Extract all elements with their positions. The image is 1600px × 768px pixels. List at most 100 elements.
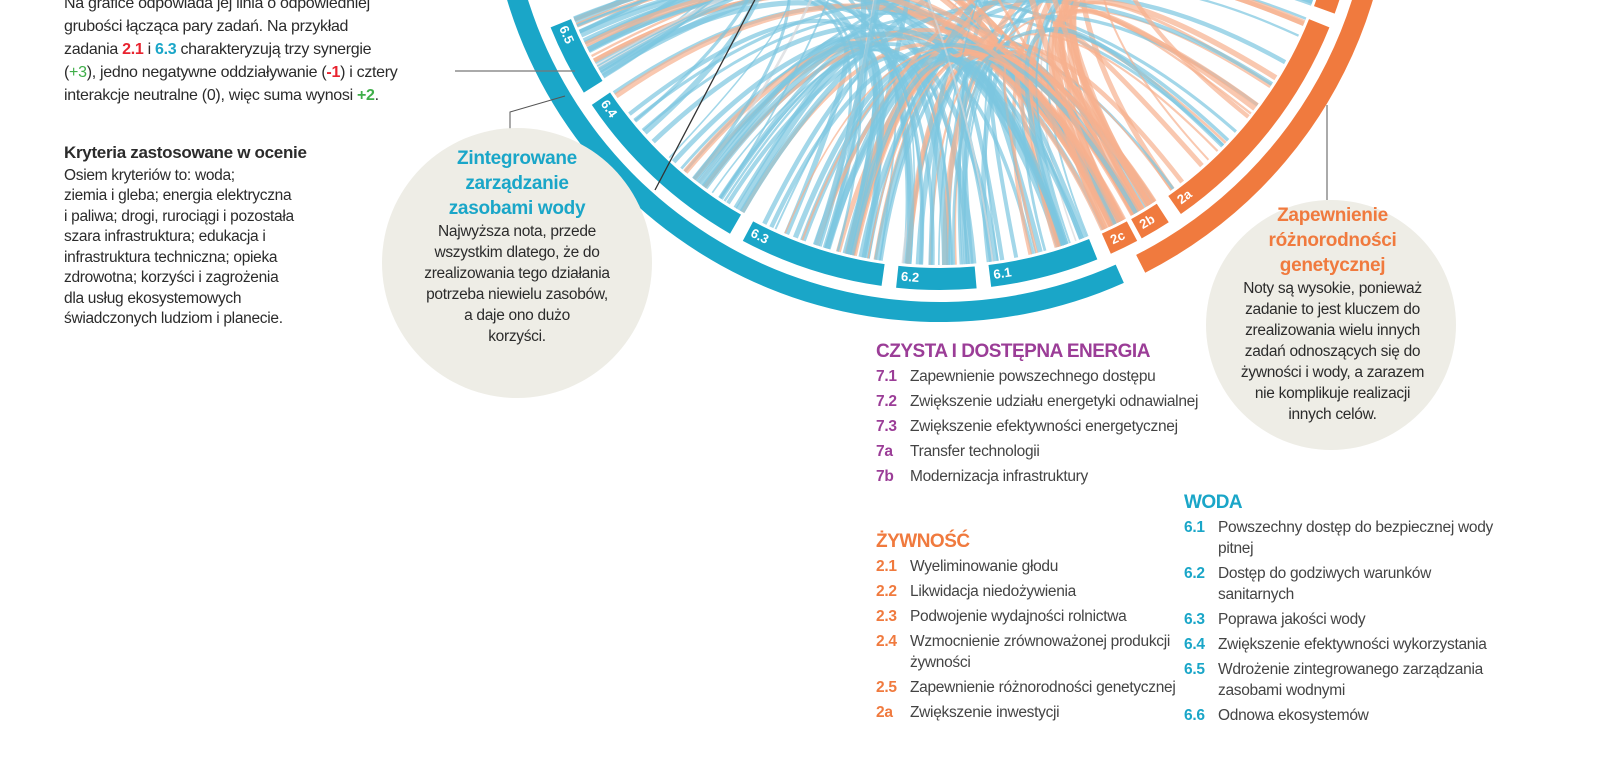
chord-link xyxy=(927,0,994,262)
callout-title: zasobami wody xyxy=(448,198,586,219)
intro-line: interakcje neutralne (0), więc suma wyno… xyxy=(64,84,484,107)
chord-link xyxy=(942,0,1026,266)
chord-link xyxy=(1051,0,1305,230)
intro-line: zadania 2.1 i 6.3 charakteryzują trzy sy… xyxy=(64,38,484,61)
legend-text: Zwiększenie udziału energetyki odnawialn… xyxy=(910,393,1199,410)
chord-link xyxy=(824,0,867,250)
legend-item: 6.5 Wdrożenie zintegrowanego zarządzania … xyxy=(1184,659,1504,701)
chord-link xyxy=(634,0,750,123)
chord-link xyxy=(835,0,1003,253)
chord-link xyxy=(1035,0,1071,244)
segment-2a xyxy=(1168,19,1330,215)
segment-label: 6.2 xyxy=(901,269,920,285)
legend-code: 2.1 xyxy=(876,558,897,575)
legend-text: Zapewnienie powszechnego dostępu xyxy=(910,368,1156,385)
criteria-line: ziemia i gleba; energia elektryczna xyxy=(64,187,292,204)
task-code: 2.1 xyxy=(122,41,144,58)
intro-line: grubości łącząca pary zadań. Na przykład xyxy=(64,18,349,35)
text: charakteryzują trzy synergie xyxy=(176,41,372,58)
legend-title: CZYSTA I DOSTĘPNA ENERGIA xyxy=(876,341,1150,362)
score: +3 xyxy=(69,64,87,81)
chord-link xyxy=(858,0,999,258)
legend-text: Poprawa jakości wody xyxy=(1218,611,1366,628)
criteria-line: i paliwa; drogi, rurociągi i pozostała xyxy=(64,207,294,225)
legend-code: 6.4 xyxy=(1184,636,1205,653)
callout-body-line: żywności i wody, a zarazem xyxy=(1240,364,1425,381)
segment-label: 6.5 xyxy=(556,23,577,46)
callout-title: zarządzanie xyxy=(465,173,569,194)
intro-line: Na grafice odpowiada jej linia o odpowie… xyxy=(64,0,370,12)
criteria-line: dla usług ekosystemowych xyxy=(64,289,242,307)
chord-link xyxy=(596,0,790,159)
segment-6-3 xyxy=(742,221,885,286)
legend-text: Zwiększenie inwestycji xyxy=(910,704,1060,721)
chord-link xyxy=(697,0,813,184)
segment-label: 2b xyxy=(1137,211,1158,232)
segment-6-2 xyxy=(896,265,977,291)
callout-body-line: zadań odnoszących się do xyxy=(1244,343,1421,360)
segment-label: 6.1 xyxy=(992,264,1012,282)
chord-link xyxy=(633,0,1237,133)
segment-2b xyxy=(1131,203,1169,239)
callout-body-line: zadanie to jest kluczem do xyxy=(1245,301,1420,318)
legend-text: Modernizacja infrastruktury xyxy=(910,468,1088,485)
chord-link xyxy=(576,0,924,265)
legend-text: Wyeliminowanie głodu xyxy=(910,558,1059,575)
chord-link xyxy=(957,0,1114,228)
text: ( xyxy=(64,64,70,81)
task-code: 6.3 xyxy=(154,41,177,58)
chord-link xyxy=(863,0,914,264)
callout-bubble-genetic xyxy=(1206,200,1456,450)
legend-text: Wzmocnienie zrównoważonej produkcji żywn… xyxy=(910,633,1171,671)
legend-code: 2.2 xyxy=(876,583,897,600)
legend-code: 7b xyxy=(876,468,894,485)
segment-label: 6.3 xyxy=(748,225,771,246)
callout-body-line: zrealizowania wielu innych xyxy=(1245,322,1420,339)
legend-code: 2a xyxy=(876,704,893,721)
chord-link xyxy=(599,0,1314,77)
callout-body-line: innych celów. xyxy=(1288,406,1377,423)
chord-link xyxy=(692,0,791,180)
legend-code: 6.5 xyxy=(1184,661,1205,678)
text: . xyxy=(374,87,379,104)
callout-body-line: korzyści. xyxy=(488,328,546,345)
chord-link xyxy=(584,0,1127,221)
callout-body-line: zrealizowania tego działania xyxy=(424,265,610,282)
intro-text: Na grafice odpowiada jej linia o odpowie… xyxy=(64,0,484,107)
legend-item: 2.1 Wyeliminowanie głodu xyxy=(876,556,1176,577)
chord-link xyxy=(723,49,954,265)
criteria-line: świadczonych ludziom i planecie. xyxy=(64,310,283,327)
text: ), jedno negatywne oddziaływanie ( xyxy=(86,64,327,81)
legend-text: Zwiększenie efektywności energetycznej xyxy=(910,418,1178,435)
segment-label: 2c xyxy=(1108,227,1128,247)
legend-text: Wdrożenie zintegrowanego zarządzania zas… xyxy=(1218,661,1483,699)
criteria-line: infrastruktura techniczna; opieka xyxy=(64,248,278,266)
chord-link xyxy=(952,0,1153,206)
legend-title: WODA xyxy=(1184,492,1243,513)
callout-body-line: nie komplikuje realizacji xyxy=(1254,385,1411,402)
legend-code: 6.2 xyxy=(1184,565,1205,582)
chord-link xyxy=(1027,0,1061,249)
chord-link xyxy=(651,24,1084,240)
legend-text: Odnowa ekosystemów xyxy=(1218,707,1369,724)
chord-link xyxy=(963,0,1028,265)
chord-link xyxy=(937,0,979,266)
outer-ring-water xyxy=(507,0,1124,322)
legend-text: Podwojenie wydajności rolnictwa xyxy=(910,608,1127,625)
legend-text: Powszechny dostęp do bezpiecznej wody pi… xyxy=(1218,519,1493,557)
score: +2 xyxy=(357,87,375,104)
text: interakcje neutralne (0), więc suma wyno… xyxy=(64,87,358,104)
callout-body-line: potrzeba niewielu zasobów, xyxy=(426,286,608,303)
legend-code: 7.2 xyxy=(876,393,897,410)
